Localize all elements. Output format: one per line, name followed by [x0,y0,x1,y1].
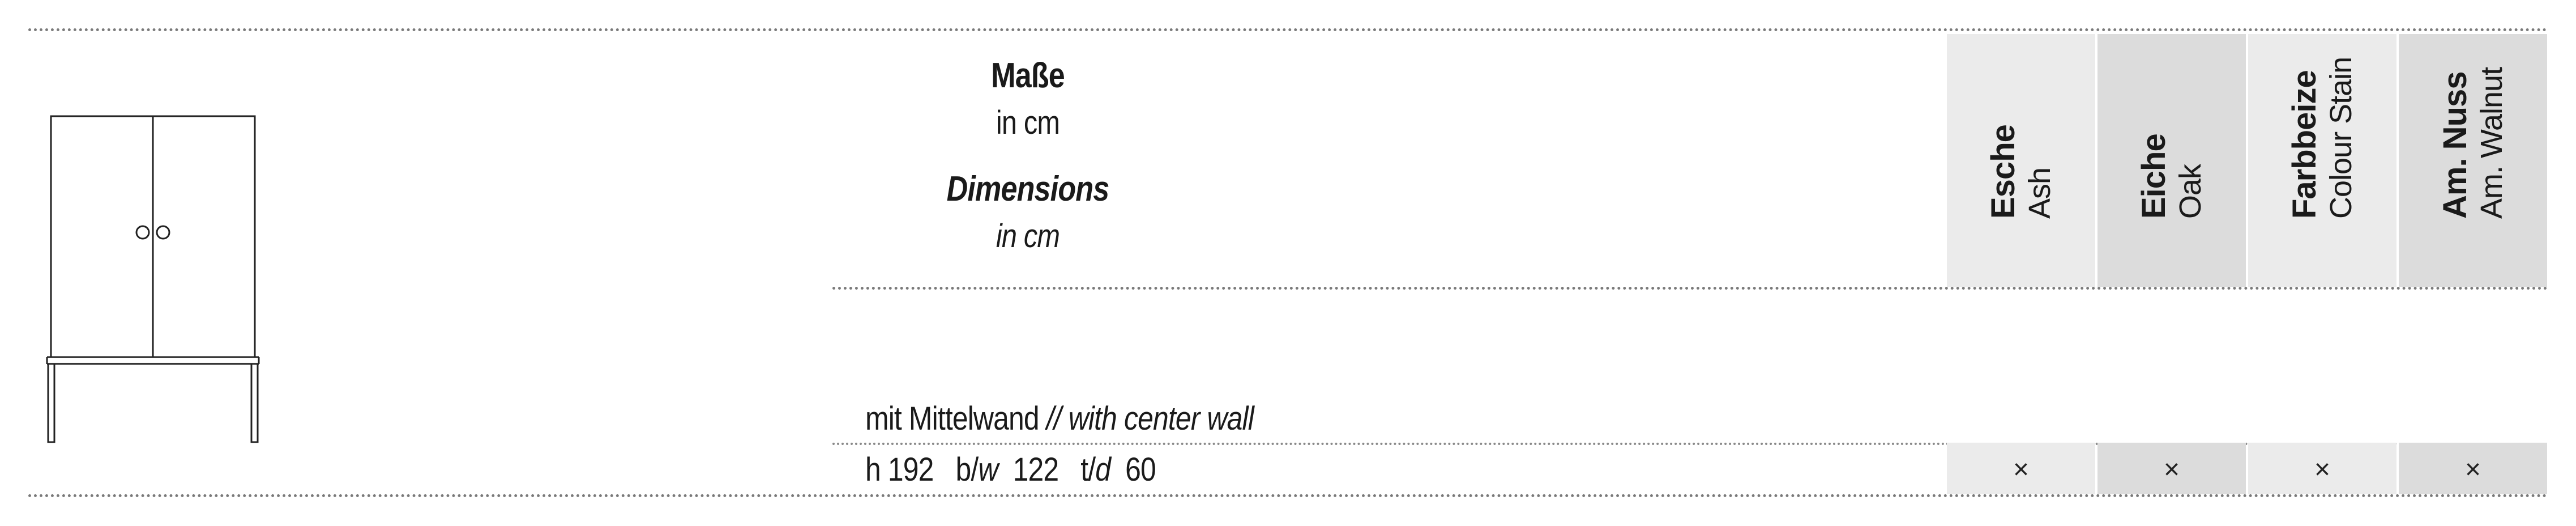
cabinet-illustration [46,115,260,443]
dimensions-title-en: Dimensions [946,169,1110,209]
dimensions-title-de: Maße [991,56,1065,95]
finish-header-ash: Esche Ash [1947,34,2095,287]
depth-value: 60 [1125,451,1156,488]
finish-name-de: Farbbeize [2286,70,2323,219]
finish-name-en: Colour Stain [2324,57,2358,219]
header-rule [832,287,2548,290]
dimensions-unit-de: in cm [996,104,1060,141]
finish-name-en: Ash [2023,167,2057,219]
size-label: h 192 b/w 122 t/d 60 [865,451,1156,488]
availability-mark-oak: × [2163,455,2180,485]
finish-name-de: Esche [1985,125,2022,219]
finish-header-oak: Eiche Oak [2097,34,2246,287]
door-knob-left-icon [135,225,150,240]
dimensions-unit-en: in cm [996,218,1060,254]
finish-header-colour-stain: Farbbeize Colour Stain [2248,34,2396,287]
finish-header-walnut: Am. Nuss Am. Walnut [2399,34,2547,287]
bottom-rule [28,494,2548,497]
availability-mark-colour-stain: × [2314,455,2331,485]
availability-mark-walnut: × [2464,455,2481,485]
row-rule [832,443,2548,445]
finish-cell-oak [2097,443,2246,494]
finish-name-de: Eiche [2135,134,2172,219]
variant-label: mit Mittelwand // with center wall [865,400,1254,437]
finish-cell-colour-stain [2248,443,2396,494]
finish-cell-walnut [2399,443,2547,494]
width-value: 122 [1013,451,1060,488]
finish-name-en: Am. Walnut [2475,67,2509,219]
door-knob-right-icon [156,225,170,240]
height-value: h 192 [865,451,934,488]
availability-mark-ash: × [2013,455,2030,485]
finish-cell-ash [1947,443,2095,494]
finish-name-en: Oak [2173,164,2207,219]
finish-name-de: Am. Nuss [2437,71,2474,219]
top-rule [28,28,2548,31]
cabinet-leg-left [47,364,55,443]
cabinet-leg-right [250,364,259,443]
